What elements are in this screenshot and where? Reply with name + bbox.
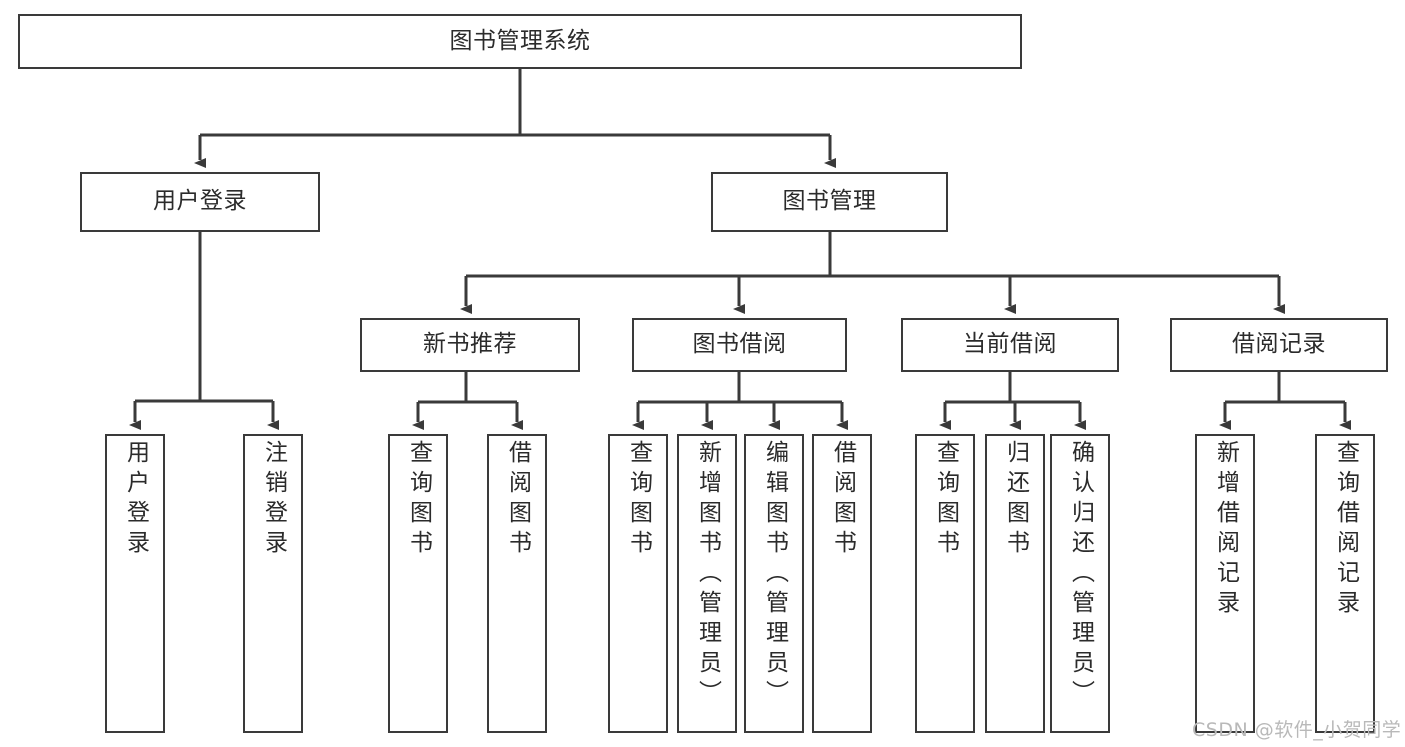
node-leaf-borrow-book-1[interactable]: 借阅图书 — [487, 434, 547, 733]
node-leaf-borrow-book-1-label: 借阅图书 — [504, 440, 531, 560]
node-leaf-add-borrow-record-label: 新增借阅记录 — [1212, 440, 1239, 620]
node-leaf-return-book[interactable]: 归还图书 — [985, 434, 1045, 733]
node-book-management-label: 图书管理 — [782, 188, 877, 215]
node-leaf-user-login-label: 用户登录 — [122, 440, 149, 560]
node-leaf-edit-book-admin-label: 编辑图书（管理员） — [761, 440, 788, 710]
node-leaf-add-borrow-record[interactable]: 新增借阅记录 — [1195, 434, 1255, 733]
node-leaf-query-borrow-record[interactable]: 查询借阅记录 — [1315, 434, 1375, 733]
node-leaf-logout-login[interactable]: 注销登录 — [243, 434, 303, 733]
node-leaf-query-book-3[interactable]: 查询图书 — [915, 434, 975, 733]
node-book-borrow[interactable]: 图书借阅 — [632, 318, 847, 372]
node-leaf-confirm-return-label: 确认归还（管理员） — [1067, 440, 1094, 710]
node-leaf-confirm-return[interactable]: 确认归还（管理员） — [1050, 434, 1110, 733]
edge-group-root — [194, 69, 836, 168]
node-leaf-edit-book-admin[interactable]: 编辑图书（管理员） — [744, 434, 804, 733]
node-leaf-borrow-book-2[interactable]: 借阅图书 — [812, 434, 872, 733]
edge-group-book-management — [460, 232, 1285, 314]
node-leaf-query-borrow-record-label: 查询借阅记录 — [1332, 440, 1359, 620]
node-user-login[interactable]: 用户登录 — [80, 172, 320, 232]
node-root-label: 图书管理系统 — [449, 27, 591, 54]
node-leaf-query-book-1[interactable]: 查询图书 — [388, 434, 448, 733]
node-book-management[interactable]: 图书管理 — [711, 172, 948, 232]
node-leaf-query-book-2-label: 查询图书 — [625, 440, 652, 560]
node-borrow-record-label: 借阅记录 — [1232, 331, 1326, 358]
node-borrow-record[interactable]: 借阅记录 — [1170, 318, 1388, 372]
edge-group-current-borrow — [939, 372, 1086, 430]
node-leaf-add-book-admin-label: 新增图书（管理员） — [694, 440, 721, 710]
node-user-login-label: 用户登录 — [153, 188, 247, 215]
node-leaf-return-book-label: 归还图书 — [1002, 440, 1029, 560]
node-new-book-recommend-label: 新书推荐 — [423, 331, 517, 358]
node-leaf-query-book-3-label: 查询图书 — [932, 440, 959, 560]
node-leaf-query-book-2[interactable]: 查询图书 — [608, 434, 668, 733]
node-leaf-logout-login-label: 注销登录 — [260, 440, 287, 560]
edge-group-user-login — [129, 232, 279, 430]
node-root[interactable]: 图书管理系统 — [18, 14, 1022, 69]
node-new-book-recommend[interactable]: 新书推荐 — [360, 318, 580, 372]
node-current-borrow[interactable]: 当前借阅 — [901, 318, 1119, 372]
node-leaf-borrow-book-2-label: 借阅图书 — [829, 440, 856, 560]
node-book-borrow-label: 图书借阅 — [692, 331, 787, 358]
node-current-borrow-label: 当前借阅 — [963, 331, 1057, 358]
node-leaf-add-book-admin[interactable]: 新增图书（管理员） — [677, 434, 737, 733]
edge-group-book-borrow — [632, 372, 848, 430]
edge-group-borrow-record — [1219, 372, 1351, 430]
edge-group-new-book-recommend — [412, 372, 523, 430]
node-leaf-user-login[interactable]: 用户登录 — [105, 434, 165, 733]
node-leaf-query-book-1-label: 查询图书 — [405, 440, 432, 560]
